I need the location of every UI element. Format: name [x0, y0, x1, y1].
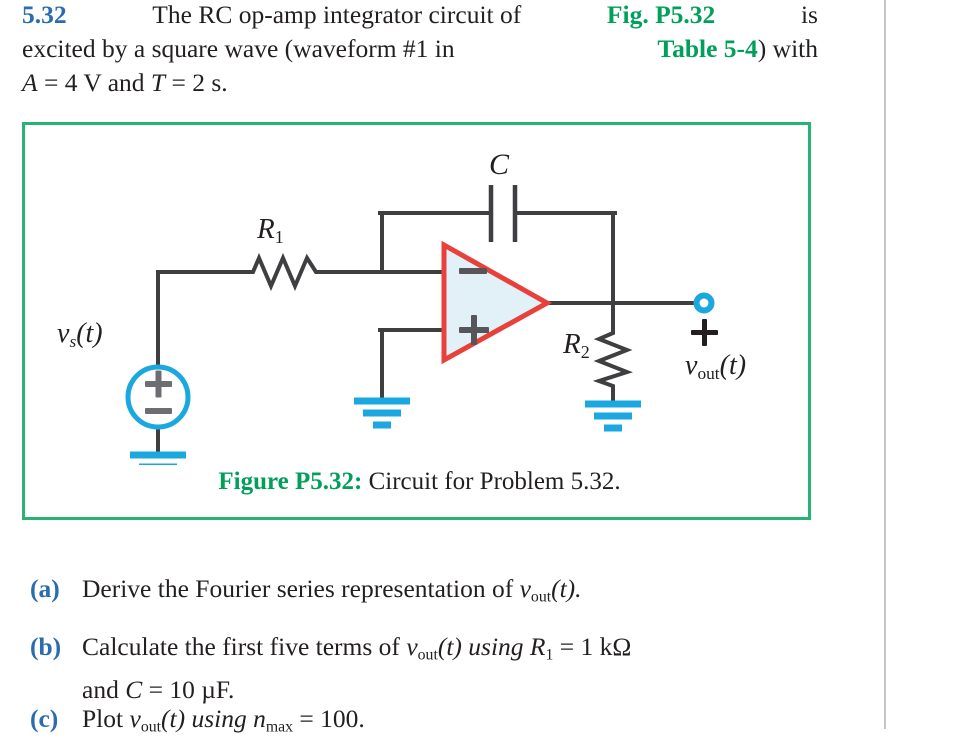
amplitude-symbol: A [22, 68, 38, 97]
output-label: vout(t) [685, 350, 746, 384]
figure-reference-link[interactable]: Fig. P5.32 [606, 0, 716, 29]
source-label-arg: (t) [76, 318, 103, 349]
ground-symbol-noninverting [354, 397, 410, 429]
problem-line2-tail: ) with [757, 34, 818, 63]
part-b-and: and [82, 674, 119, 704]
part-b-mid: (t) using [437, 632, 524, 662]
figure-caption-text: Circuit for Problem 5.32. [368, 468, 621, 495]
part-c-pre: Plot [82, 704, 124, 733]
table-reference-label: Table 5-4 [657, 34, 758, 63]
part-c-vsym: v [129, 704, 141, 733]
part-c-label: (c) [30, 704, 59, 733]
part-b-rsym: R [529, 632, 546, 662]
circuit-diagram [125, 185, 718, 465]
ground-symbol-source [130, 451, 186, 465]
part-a-pre: Derive the Fourier series representation… [82, 574, 514, 603]
part-b-label: (b) [30, 632, 62, 662]
part-b-vsub: out [417, 646, 438, 664]
part-b-line-1: Calculate the first five terms of vout(t… [82, 630, 830, 672]
problem-number: 5.32 [22, 0, 67, 29]
part-a-line-1: Derive the Fourier series representation… [82, 572, 830, 614]
conjunction-and: and [107, 68, 145, 97]
source-label: vs(t) [57, 318, 103, 352]
source-minus-sign [145, 408, 172, 414]
opamp-noninverting-sign [459, 315, 489, 345]
source-label-sub: s [69, 331, 77, 351]
problem-part-b: (b) Calculate the first five terms of vo… [30, 630, 830, 706]
problem-statement-line-3: A = 4 V and T = 2 s. [22, 66, 818, 100]
table-reference-link[interactable]: Table 5-4) with [657, 32, 818, 66]
resistor-r2-label: R2 [563, 328, 590, 363]
problem-part-a: (a) Derive the Fourier series representa… [30, 572, 830, 614]
part-b-vsym: v [406, 632, 418, 662]
part-c-nval: = 100. [299, 704, 365, 733]
source-label-v: v [57, 318, 70, 349]
page-column-divider [884, 0, 886, 729]
capacitor-label: C [489, 148, 510, 181]
part-a-label: (a) [30, 574, 60, 603]
problem-statement-line-1: 5.32 The RC op-amp integrator circuit of… [22, 0, 818, 32]
problem-statement: 5.32 The RC op-amp integrator circuit of… [22, 0, 818, 100]
part-b-rval: = 1 kΩ [559, 632, 632, 662]
resistor-r1-symbol [246, 252, 322, 292]
document-page: 5.32 The RC op-amp integrator circuit of… [22, 0, 830, 735]
capacitor-symbol [488, 185, 518, 242]
part-b-cval: = 10 µF. [148, 674, 235, 704]
part-c-line-1: Plot vout(t) using nmax = 100. [82, 702, 830, 744]
problem-line2-text: excited by a square wave (waveform #1 in [22, 34, 455, 63]
part-b-line-2: and C = 10 µF. [82, 673, 830, 707]
part-c-body: Plot vout(t) using nmax = 100. [82, 702, 830, 744]
part-b-csym: C [125, 674, 143, 704]
output-plus-sign [691, 319, 718, 346]
ground-symbol-r2 [585, 400, 641, 432]
part-c-mid: (t) using [161, 704, 247, 733]
problem-line1-tail: is [800, 0, 818, 29]
output-label-arg: (t) [719, 350, 747, 381]
part-b-rsub: 1 [545, 646, 554, 664]
part-a-post: (t). [551, 574, 582, 603]
part-a-vsub: out [530, 588, 552, 606]
problem-line1-text: The RC op-amp integrator circuit of [152, 0, 522, 29]
part-c-nsym: n [253, 704, 266, 733]
output-label-v: v [685, 350, 698, 381]
part-b-body: Calculate the first five terms of vout(t… [82, 630, 830, 706]
output-terminal-node[interactable] [693, 292, 715, 314]
figure-caption: Figure P5.32: Circuit for Problem 5.32. [25, 467, 814, 497]
source-plus-sign [145, 370, 172, 398]
resistor-r1-sub: 1 [274, 227, 284, 248]
problem-parts-list: (a) Derive the Fourier series representa… [30, 572, 830, 735]
period-symbol: T [150, 68, 166, 97]
opamp-inverting-sign [459, 268, 487, 274]
part-a-body: Derive the Fourier series representation… [82, 572, 830, 614]
figure-frame: R1 R2 C vs(t) vout(t) Figure P5.32: Circ… [22, 122, 811, 520]
opamp-symbol [441, 240, 553, 365]
part-c-vsub: out [140, 718, 161, 736]
output-label-sub: out [697, 363, 720, 383]
figure-caption-label: Figure P5.32: [218, 468, 363, 495]
resistor-r2-sub: 2 [580, 342, 590, 363]
amplitude-value: = 4 V [43, 68, 102, 97]
part-a-vsym: v [519, 574, 531, 603]
problem-part-c: (c) Plot vout(t) using nmax = 100. [30, 702, 830, 744]
problem-statement-line-2: excited by a square wave (waveform #1 in… [22, 32, 818, 66]
period-value: = 2 s. [171, 68, 228, 97]
part-c-nsub: max [265, 718, 294, 736]
resistor-r2-symbol [592, 328, 633, 388]
part-b-pre: Calculate the first five terms of [82, 632, 400, 662]
resistor-r1-label: R1 [257, 213, 284, 248]
